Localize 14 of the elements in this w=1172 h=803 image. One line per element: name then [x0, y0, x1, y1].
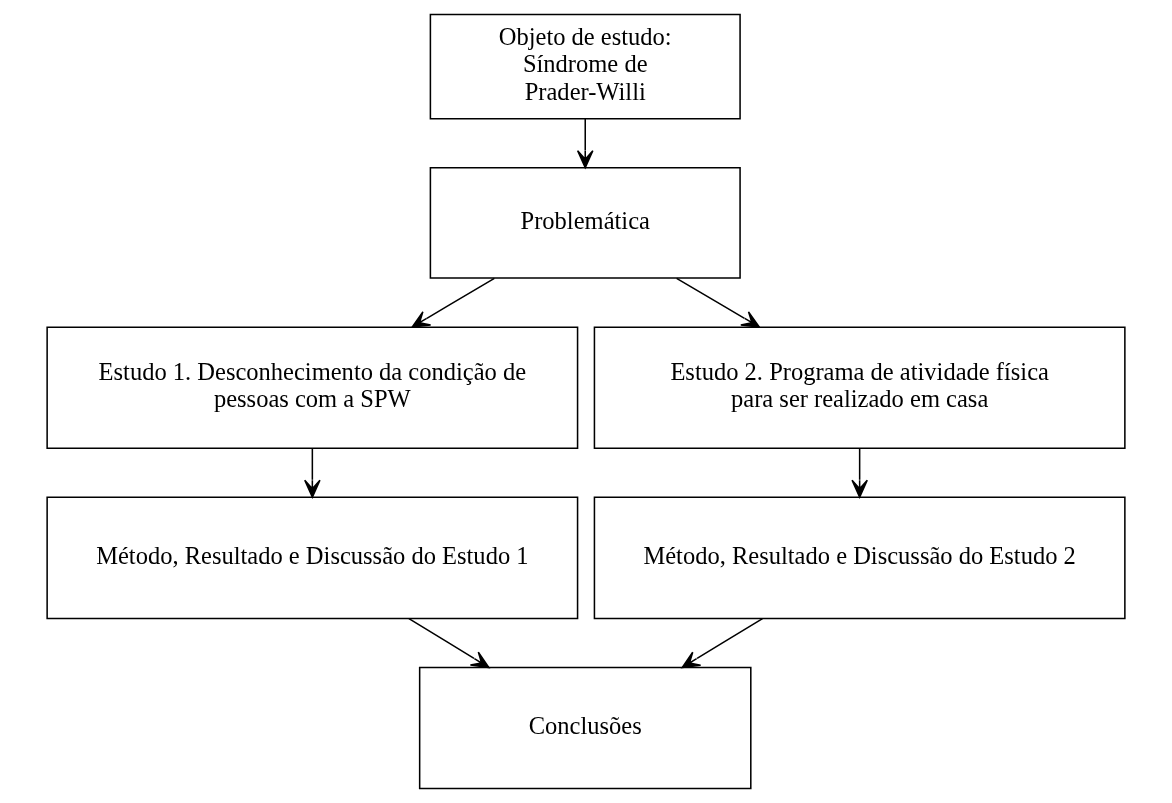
node-box: Método, Resultado e Discussão do Estudo 2	[593, 496, 1126, 620]
node-box: Método, Resultado e Discussão do Estudo 1	[46, 496, 579, 620]
arrow	[681, 617, 764, 669]
arrow	[576, 117, 594, 169]
node-box: Objeto de estudo: Síndrome de Prader-Willi	[429, 13, 741, 120]
node-box: Estudo 2. Programa de atividade física para ser realizado em casa	[593, 326, 1126, 450]
arrow	[411, 277, 496, 328]
node-box: Conclusões	[418, 666, 752, 790]
arrow	[408, 617, 490, 669]
arrow	[304, 447, 321, 498]
node-box: Problemática	[429, 166, 741, 279]
arrow	[675, 277, 760, 328]
arrow	[851, 447, 868, 498]
node-box: Estudo 1. Desconhecimento da condição de pessoas com a SPW	[46, 326, 579, 450]
